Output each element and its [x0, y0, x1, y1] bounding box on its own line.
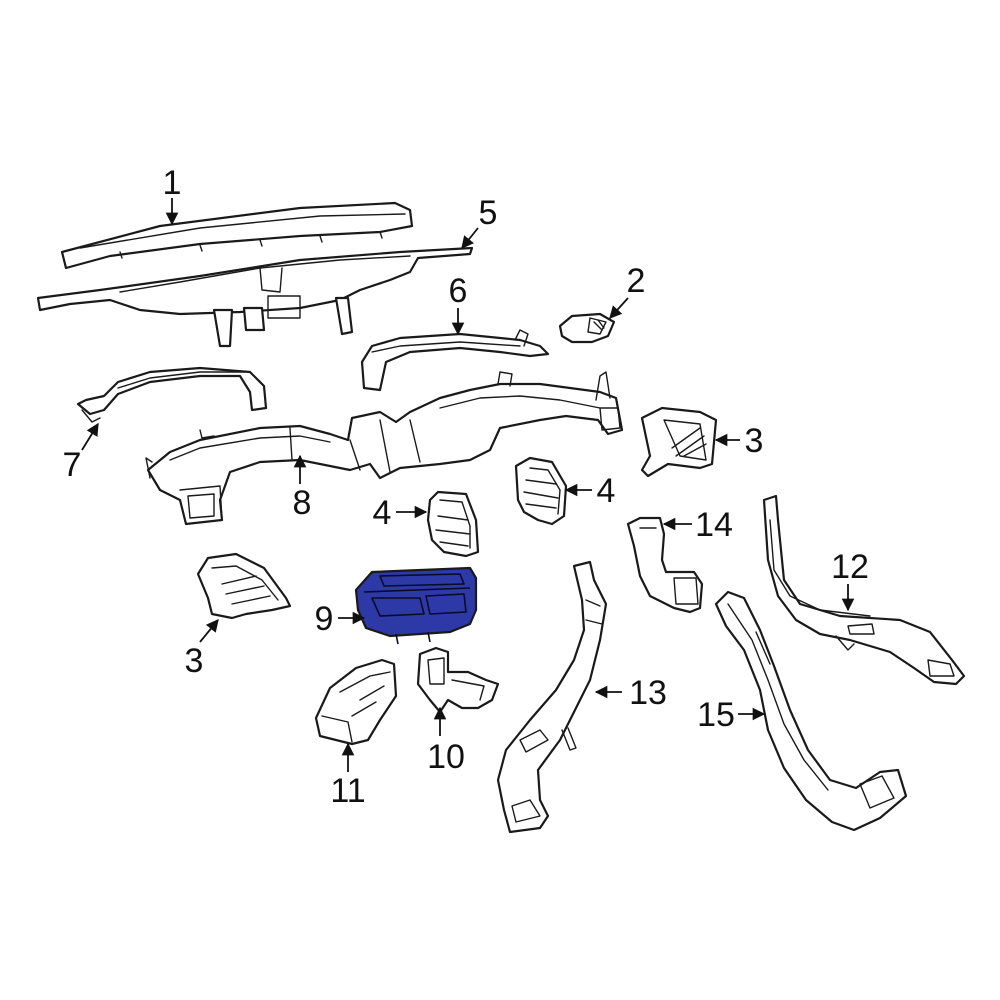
callout-15: 15 [697, 696, 735, 734]
part-2-side-vent[interactable] [558, 312, 616, 344]
part-3-right-vent[interactable] [640, 406, 718, 478]
part-11-floor-duct-bracket[interactable] [314, 658, 398, 746]
callout-11: 11 [330, 772, 365, 810]
callout-14: 14 [695, 506, 733, 544]
part-7-left-upper-duct[interactable] [76, 366, 268, 423]
callout-4-right: 4 [597, 472, 616, 510]
callout-13: 13 [629, 674, 667, 712]
callout-3-left: 3 [185, 642, 204, 680]
part-1-dash-panel-strip[interactable] [60, 201, 414, 270]
callout-12: 12 [831, 548, 869, 586]
callout-1: 1 [163, 164, 182, 202]
part-8-main-center-duct[interactable] [145, 371, 624, 526]
part-12-rear-duct[interactable] [762, 494, 966, 686]
part-9-highlighted-module[interactable] [354, 566, 478, 645]
part-3-left-vent[interactable] [196, 552, 292, 620]
callout-labels: 1 2 3 3 4 4 5 6 7 8 9 10 11 12 13 14 15 [63, 164, 869, 810]
leader-lines [81, 198, 855, 772]
callout-5: 5 [479, 194, 498, 232]
callout-2: 2 [627, 262, 646, 300]
callout-9: 9 [315, 600, 334, 638]
callout-4-left: 4 [373, 494, 392, 532]
part-6-right-upper-duct[interactable] [360, 329, 550, 392]
part-13-rear-floor-duct[interactable] [496, 560, 608, 834]
part-14-small-duct[interactable] [626, 516, 704, 614]
part-4-left-vent-insert[interactable] [426, 490, 480, 558]
part-5-defroster-duct[interactable] [36, 246, 474, 348]
callout-8: 8 [293, 484, 312, 522]
callout-3-right: 3 [745, 422, 764, 460]
callout-7: 7 [63, 446, 82, 484]
part-4-right-vent-insert[interactable] [514, 456, 568, 526]
callout-6: 6 [449, 272, 468, 310]
part-10-bracket-duct[interactable] [416, 646, 500, 714]
callout-10: 10 [427, 738, 465, 776]
